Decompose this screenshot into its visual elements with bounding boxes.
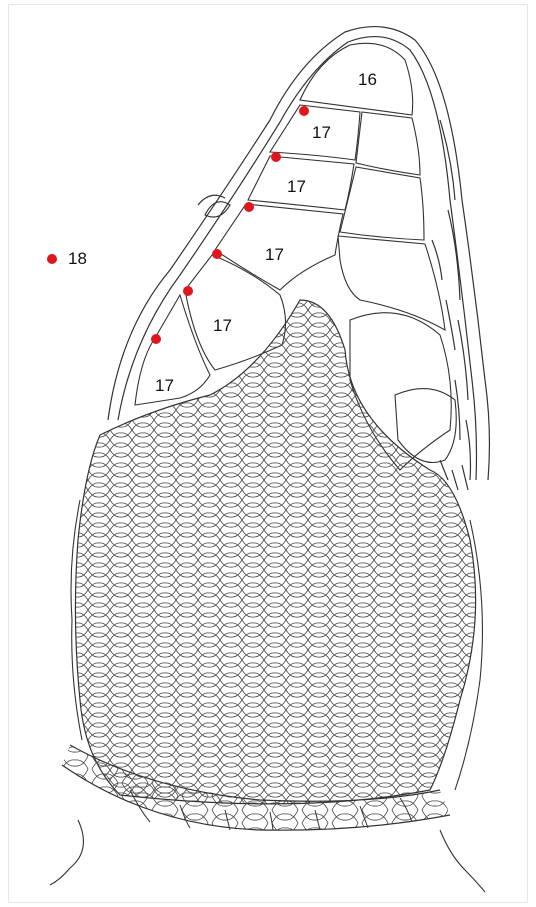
label-ventral-3: 17 bbox=[265, 245, 284, 264]
marker-point bbox=[244, 202, 254, 212]
marker-point bbox=[183, 286, 193, 296]
label-ventral-1: 17 bbox=[312, 123, 331, 142]
marker-point bbox=[151, 334, 161, 344]
scale-labels: 16 17 17 17 17 17 18 bbox=[68, 70, 377, 395]
marker-point bbox=[271, 152, 281, 162]
head-shields bbox=[134, 42, 457, 471]
panel-border bbox=[8, 4, 528, 903]
legend-marker-dot bbox=[47, 254, 57, 264]
label-ventral-4: 17 bbox=[213, 316, 232, 335]
label-ventral-5: 17 bbox=[155, 376, 174, 395]
neck-outline bbox=[49, 819, 486, 893]
label-shield-16: 16 bbox=[358, 70, 377, 89]
head-outline bbox=[107, 26, 491, 491]
marker-point bbox=[212, 249, 222, 259]
label-ventral-2: 17 bbox=[287, 177, 306, 196]
label-legend-18: 18 bbox=[68, 249, 87, 268]
gular-scales bbox=[70, 299, 484, 805]
marker-points bbox=[47, 106, 309, 344]
marker-point bbox=[299, 106, 309, 116]
